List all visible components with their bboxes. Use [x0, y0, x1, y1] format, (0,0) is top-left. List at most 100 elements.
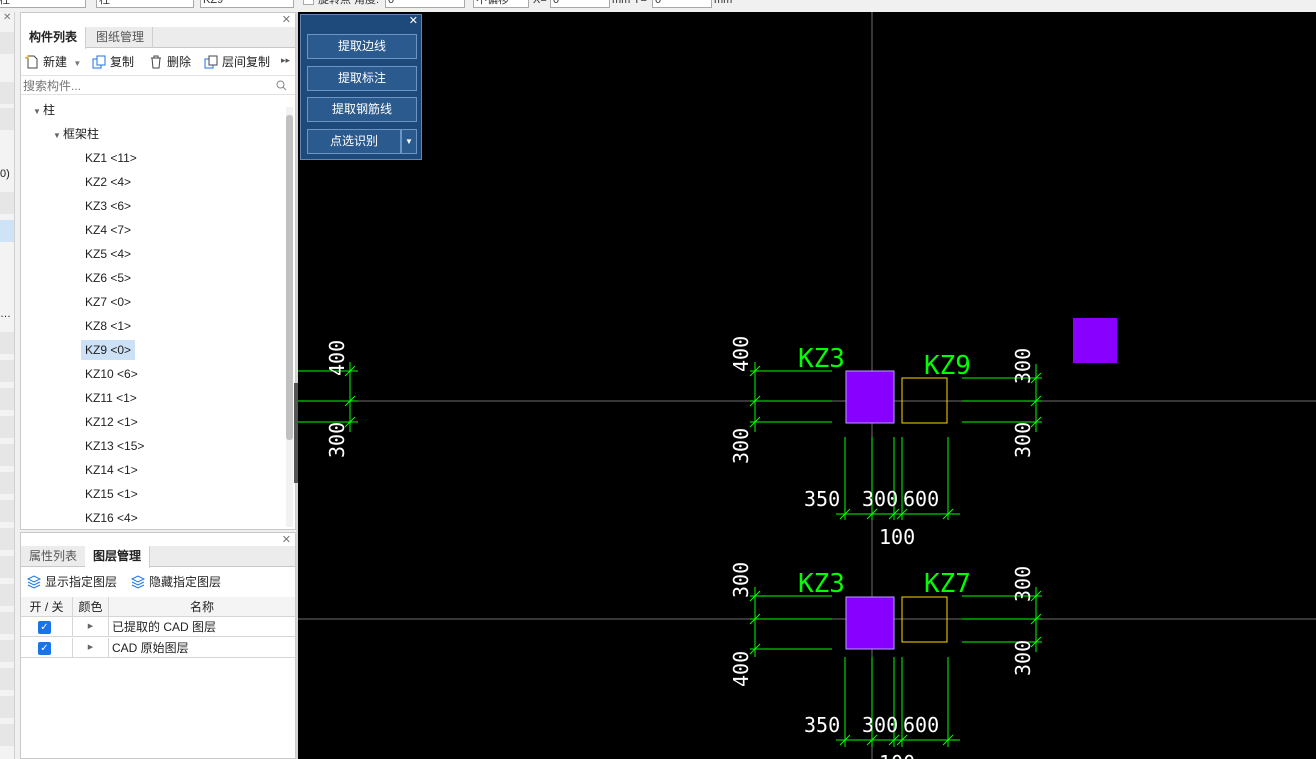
tab-layer-management[interactable]: 图层管理 — [85, 546, 151, 568]
close-icon[interactable]: ✕ — [3, 12, 12, 23]
strip-row[interactable] — [0, 444, 14, 466]
tree-item-component[interactable]: KZ5 <4> — [85, 247, 132, 261]
layer-table-header: 开 / 关 颜色 名称 — [21, 597, 295, 617]
caret-down-icon[interactable]: ▼ — [53, 131, 61, 140]
strip-row[interactable] — [0, 32, 14, 54]
offset-select[interactable]: 不偏移 — [473, 0, 529, 8]
strip-row[interactable] — [0, 528, 14, 550]
scrollbar-thumb[interactable] — [286, 115, 293, 440]
column-kz3-2[interactable] — [845, 596, 895, 650]
tree-item-component[interactable]: KZ1 <11> — [85, 151, 137, 165]
column-kz3-1[interactable] — [845, 370, 895, 424]
close-icon[interactable]: ✕ — [281, 14, 291, 26]
extract-edge-button[interactable]: 提取边线 — [307, 34, 417, 59]
close-icon[interactable]: ✕ — [281, 534, 291, 546]
strip-row[interactable] — [0, 724, 14, 746]
tree-item-component[interactable]: KZ4 <7> — [85, 223, 132, 237]
strip-row[interactable] — [0, 82, 14, 104]
tree-root[interactable]: ▼柱 — [33, 100, 55, 120]
strip-row[interactable] — [0, 360, 14, 382]
floor-copy-button[interactable]: 层间复制 — [202, 54, 270, 70]
strip-row[interactable] — [0, 472, 14, 494]
extract-annotation-button[interactable]: 提取标注 — [307, 66, 417, 91]
floor-select[interactable]: 柱 — [0, 0, 86, 8]
expand-icon[interactable]: ▶ — [73, 617, 109, 637]
strip-row[interactable] — [0, 696, 14, 718]
tree-item-component[interactable]: KZ14 <1> — [85, 463, 138, 477]
layer-checkbox[interactable]: ✓ — [38, 621, 51, 634]
close-icon[interactable]: ✕ — [408, 15, 418, 27]
rotate-checkbox[interactable] — [303, 0, 314, 5]
strip-text: 0) — [0, 168, 10, 180]
strip-row[interactable] — [0, 192, 14, 214]
tab-drawing-management[interactable]: 图纸管理 — [88, 27, 154, 48]
dim-left-400: 400 — [325, 340, 349, 376]
tree-item-component[interactable]: KZ10 <6> — [85, 367, 138, 381]
strip-row[interactable] — [0, 416, 14, 438]
layer-toggle-cell: ✓ — [21, 617, 73, 637]
strip-row[interactable] — [0, 668, 14, 690]
tree-item-component[interactable]: KZ13 <15> — [85, 439, 145, 453]
cad-canvas[interactable]: KZ3 KZ9 KZ3 KZ7 400 300 400 300 300 300 … — [298, 12, 1316, 759]
caret-down-icon[interactable]: ▼ — [33, 107, 41, 116]
strip-row[interactable] — [0, 612, 14, 634]
tab-component-list[interactable]: 构件列表 — [21, 27, 87, 49]
point-recognize-button[interactable]: 点选识别 — [307, 129, 401, 154]
y-unit-label: mm — [714, 0, 733, 6]
hide-layer-button[interactable]: 隐藏指定图层 — [129, 574, 221, 590]
strip-row[interactable] — [0, 332, 14, 354]
search-icon[interactable] — [276, 80, 287, 91]
expand-icon[interactable]: ▶ — [73, 638, 109, 658]
tree-item-component[interactable]: KZ9 <0> — [81, 340, 136, 360]
dim-b2-left-top: 300 — [729, 562, 753, 598]
extract-rebar-button[interactable]: 提取钢筋线 — [307, 97, 417, 122]
search-input[interactable] — [23, 78, 273, 93]
strip-row[interactable] — [0, 640, 14, 662]
layer-name: CAD 原始图层 — [112, 641, 189, 655]
chevron-down-icon[interactable]: ▼ — [73, 59, 82, 68]
tree-item-component[interactable]: KZ3 <6> — [85, 199, 132, 213]
tree-item-component[interactable]: KZ7 <0> — [85, 295, 132, 309]
layer-row[interactable]: ✓ ▶ CAD 原始图层 — [21, 638, 295, 658]
layer-checkbox[interactable]: ✓ — [38, 642, 51, 655]
strip-row[interactable] — [0, 584, 14, 606]
search-box — [21, 75, 295, 95]
tree-item-component[interactable]: KZ6 <5> — [85, 271, 132, 285]
copy-button[interactable]: 复制 — [90, 54, 134, 70]
new-button[interactable]: 新建 ▼ — [23, 54, 81, 70]
more-icon[interactable]: ▸▸ — [281, 55, 291, 65]
component-panel: ✕ 构件列表 图纸管理 新建 ▼ 复制 删除 层间复制 ▸▸ ▼柱 ▼框架柱 K… — [20, 12, 296, 530]
x-input[interactable]: 0 — [550, 0, 610, 8]
type-select[interactable]: 柱 — [96, 0, 194, 8]
copy-icon — [92, 55, 106, 69]
copy-label: 复制 — [110, 55, 135, 69]
delete-button[interactable]: 删除 — [147, 54, 191, 70]
strip-row[interactable] — [0, 556, 14, 578]
strip-row[interactable] — [0, 388, 14, 410]
tree-item-component[interactable]: KZ2 <4> — [85, 175, 132, 189]
tree-item-component[interactable]: KZ15 <1> — [85, 487, 138, 501]
y-input[interactable]: 0 — [652, 0, 712, 8]
tree-item-component[interactable]: KZ16 <4> — [85, 511, 138, 525]
layers-hide-icon — [131, 575, 145, 589]
dim-b2-bottom-600: 600 — [903, 713, 939, 737]
chevron-down-icon[interactable]: ▼ — [401, 129, 417, 154]
column-purple-isolated[interactable] — [1073, 318, 1117, 363]
strip-row-selected[interactable] — [0, 220, 14, 242]
tree-group[interactable]: ▼框架柱 — [53, 124, 99, 144]
angle-input[interactable]: 0 — [385, 0, 465, 8]
column-kz9[interactable] — [901, 377, 948, 424]
tree-root-label: 柱 — [43, 103, 56, 117]
strip-row[interactable] — [0, 108, 14, 130]
strip-row[interactable] — [0, 500, 14, 522]
splitter-handle[interactable] — [294, 383, 299, 483]
layer-row[interactable]: ✓ ▶ 已提取的 CAD 图层 — [21, 617, 295, 637]
tree-scrollbar[interactable] — [286, 107, 293, 527]
column-kz7[interactable] — [901, 596, 948, 643]
tree-item-component[interactable]: KZ11 <1> — [85, 391, 137, 405]
show-layer-button[interactable]: 显示指定图层 — [25, 574, 117, 590]
tree-item-component[interactable]: KZ12 <1> — [85, 415, 138, 429]
component-select[interactable]: KZ9 — [200, 0, 294, 8]
tab-properties[interactable]: 属性列表 — [21, 546, 87, 567]
tree-item-component[interactable]: KZ8 <1> — [85, 319, 132, 333]
